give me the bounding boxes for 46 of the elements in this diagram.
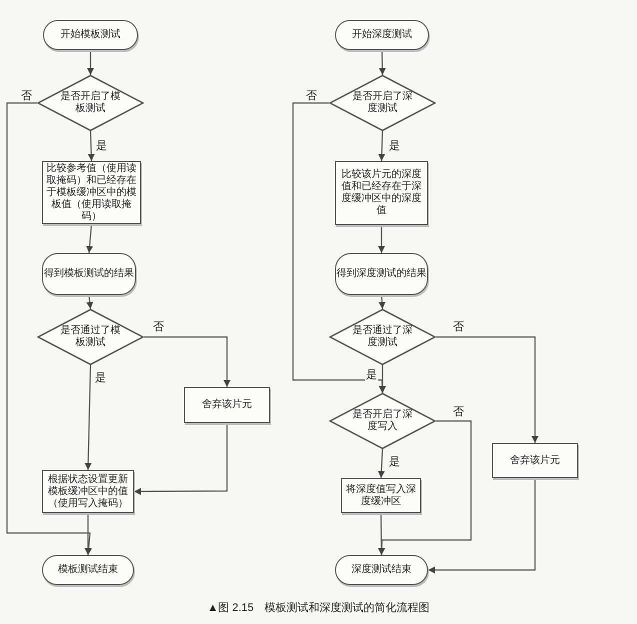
process-box: 舍弃该片元 [184,387,270,423]
terminal-box: 得到深度测试的结果 [335,253,428,295]
arrow [6,102,92,556]
decision-diamond: 是否通过了深度测试 [329,309,436,365]
edge-label: 否 [452,406,465,418]
arrow [88,130,95,162]
terminal-box: 得到模板测试的结果 [42,253,136,295]
edge-label: 是 [365,369,378,381]
arrow [378,294,386,310]
process-box: 比较该片元的深度值和已经存在于深度缓冲区中的深度值 [335,161,428,225]
edge-label: 是 [95,140,108,152]
arrow [378,448,385,478]
edge-label: 否 [452,321,465,333]
figure-caption: ▲图 2.15 模板测试和深度测试的简化流程图 [206,600,431,615]
arrow [84,513,92,555]
arrow [84,364,92,470]
edge-label: 否 [305,90,318,102]
arrow [86,224,94,254]
arrow [134,423,228,495]
terminal-box: 开始模板测试 [43,20,138,50]
decision-diamond: 是否通过了模板测试 [37,309,144,365]
edge-label: 是 [388,456,401,468]
arrow [378,513,385,555]
decision-diamond: 是否开启了模板测试 [37,75,144,131]
arrow [87,50,94,75]
edge-label: 是 [388,140,401,152]
edge-label: 否 [20,90,33,102]
process-box: 比较参考值（使用读取掩码）和已经存在于模板缓冲区中的模板值（使用读取掩码） [42,161,141,224]
arrow [144,336,230,387]
arrow [378,130,386,162]
terminal-box: 深度测试结束 [335,555,428,585]
arrow [428,478,536,574]
process-box: 根据状态设置更新模板缓冲区中的值（使用写入掩码） [42,470,134,513]
arrow [86,294,94,310]
process-box: 舍弃该片元 [492,443,578,478]
arrow [379,365,386,393]
decision-diamond: 是否开启了深度测试 [329,75,436,131]
arrow [378,50,386,76]
edge-label: 是 [94,372,107,384]
arrow [436,336,538,443]
arrow [378,225,385,253]
decision-diamond: 是否开启了深度写入 [329,393,436,449]
terminal-box: 模板测试结束 [42,555,134,585]
edge-label: 否 [152,321,165,333]
process-box: 将深度值写入深度缓冲区 [341,478,421,513]
terminal-box: 开始深度测试 [335,20,429,50]
